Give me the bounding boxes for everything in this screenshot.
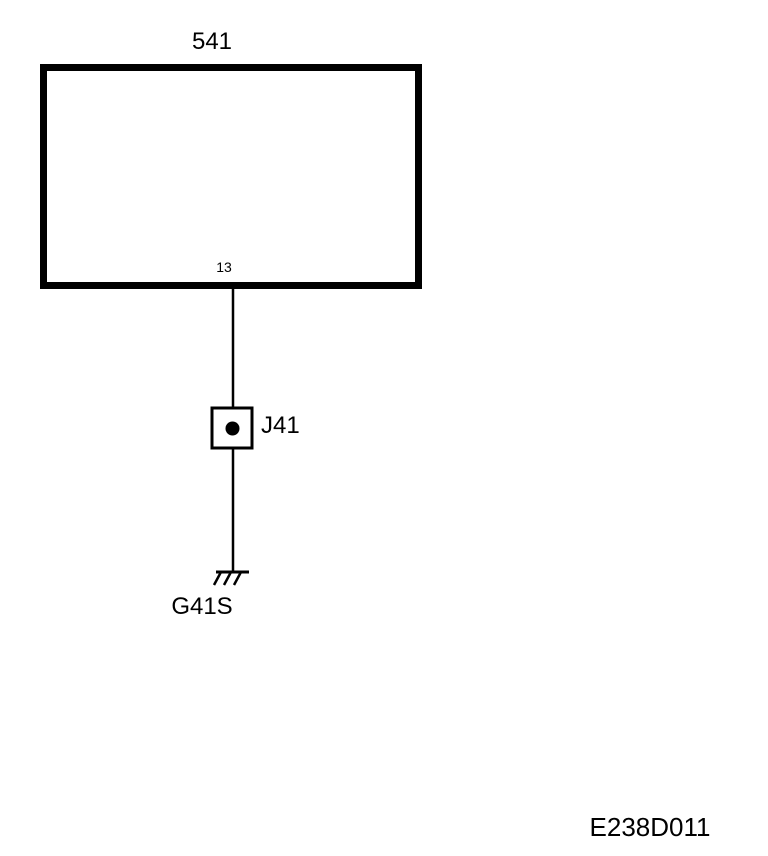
pin-number: 13 — [216, 259, 232, 275]
ground-symbol-icon — [212, 570, 249, 586]
figure-code: E238D011 — [590, 812, 711, 842]
ground-label: G41S — [171, 593, 232, 620]
junction-dot — [225, 421, 240, 436]
component-box — [40, 64, 422, 289]
junction-label: J41 — [261, 412, 300, 439]
component-label: 541 — [192, 28, 232, 55]
